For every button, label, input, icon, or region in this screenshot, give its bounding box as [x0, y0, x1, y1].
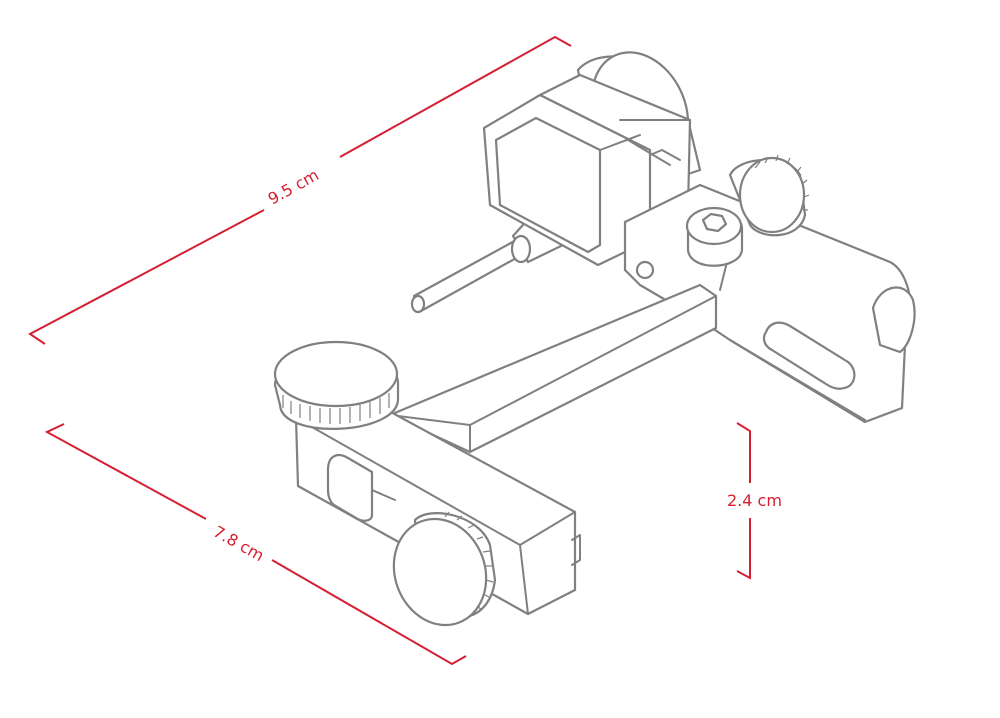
dimension-length-line-right	[339, 35, 572, 158]
dimension-height: 2.4 cm	[727, 422, 782, 580]
knurled-knob-front-center-icon	[392, 511, 497, 627]
probe-rod	[410, 236, 529, 314]
head-block	[482, 73, 692, 267]
knurled-knob-front-left-icon	[273, 340, 400, 430]
dimension-height-line-top	[736, 422, 751, 483]
device-illustration	[273, 51, 916, 627]
knurled-knob-top-right-icon	[728, 154, 810, 237]
dimension-length-line-left	[28, 209, 265, 345]
dimension-height-label: 2.4 cm	[727, 491, 782, 510]
dimension-width-line-right	[271, 559, 467, 666]
dimension-width-line-left	[44, 423, 207, 520]
dimension-height-line-bottom	[736, 518, 751, 580]
dimension-length-label: 9.5 cm	[265, 165, 322, 208]
hex-screw-icon	[685, 206, 744, 267]
dimension-width-label: 7.8 cm	[210, 522, 267, 565]
horizontal-bar	[388, 283, 718, 454]
